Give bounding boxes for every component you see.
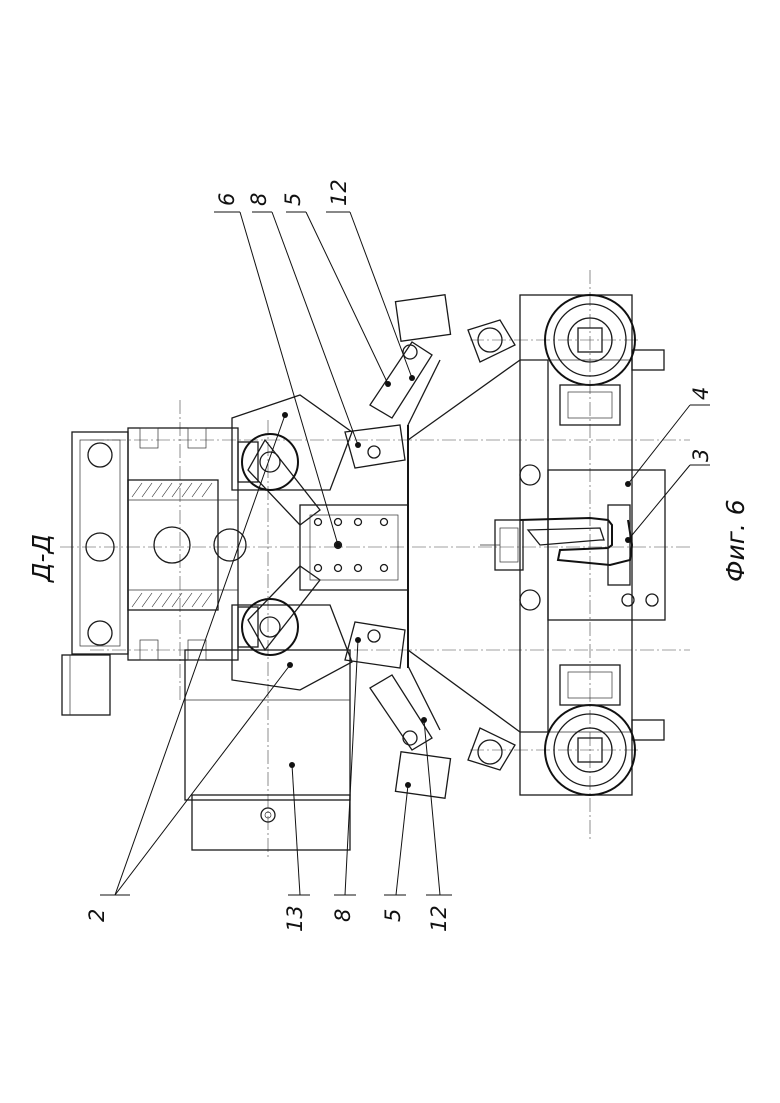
- callout-3: 3: [689, 449, 713, 462]
- callout-8-bottom: 8: [331, 909, 355, 922]
- callout-12-top: 12: [327, 179, 351, 206]
- callout-6-top: 6: [215, 193, 239, 206]
- callout-13: 13: [283, 905, 307, 932]
- callout-12-bottom: 12: [427, 905, 451, 932]
- labels: Д-Д 6 8 5 12 4 3 Фиг. 6 2 13 8 5 12: [27, 179, 750, 932]
- hatching: [132, 483, 212, 607]
- callout-5-bottom: 5: [381, 909, 405, 922]
- callout-8-top: 8: [247, 193, 271, 206]
- callout-5-top: 5: [281, 193, 305, 206]
- motor-13: [185, 650, 350, 850]
- gearbox-assembly: [62, 428, 246, 715]
- figure-caption: Фиг. 6: [721, 499, 750, 582]
- roller-arms: [232, 395, 352, 690]
- section-title: Д-Д: [27, 534, 56, 583]
- base-frame-4: [408, 295, 665, 795]
- callout-2: 2: [85, 909, 109, 922]
- rail-profile-3: [480, 505, 632, 585]
- callout-4: 4: [689, 387, 713, 400]
